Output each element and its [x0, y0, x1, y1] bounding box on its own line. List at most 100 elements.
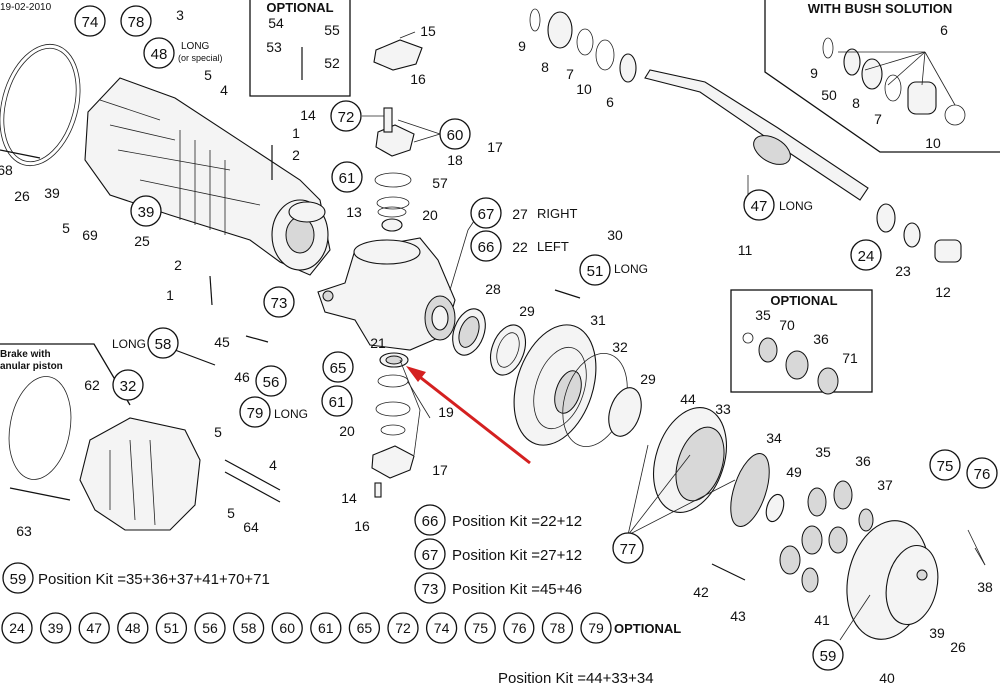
label-62: 62	[84, 377, 100, 393]
callout-61a: 61	[339, 170, 356, 187]
label-2b: 2	[174, 257, 182, 273]
callout-61b-circle	[321, 385, 353, 417]
callout-74: 74	[82, 14, 99, 31]
callout-73k: 73	[422, 581, 439, 598]
bush-seal-7	[884, 74, 902, 102]
label-13: 13	[346, 204, 362, 220]
callout-75: 75	[937, 458, 954, 475]
callout-79-circle	[239, 396, 271, 428]
callout-65: 65	[330, 360, 347, 377]
callout-61a-circle	[331, 161, 363, 193]
bolt-2b	[209, 275, 213, 306]
label-14a: 14	[300, 107, 316, 123]
callout-66k: 66	[422, 513, 439, 530]
label-22: 22	[512, 239, 528, 255]
axle-housing	[84, 77, 331, 276]
label-29a: 29	[519, 303, 535, 319]
o-ring-10	[595, 39, 615, 71]
callout-59k: 59	[10, 571, 27, 588]
optional-row-circle	[117, 612, 149, 644]
optional-row-number: 78	[550, 620, 566, 636]
snap-ring-9	[529, 8, 541, 32]
bolt-58	[174, 349, 216, 366]
callout-66k-circle	[414, 504, 446, 536]
label-68: 68	[0, 162, 13, 178]
callout-51: 51	[587, 263, 604, 280]
bush-12	[907, 81, 937, 115]
optional-row-circle	[348, 612, 381, 644]
planetary-gears	[779, 480, 874, 593]
label-54: 54	[268, 15, 284, 31]
optional-top-box: OPTIONAL	[249, 0, 351, 97]
callout-77-circle	[612, 532, 644, 564]
label-17a: 17	[487, 139, 503, 155]
label-43: 43	[730, 608, 746, 624]
pin-45	[245, 335, 269, 343]
optional-row-circle	[271, 612, 303, 644]
callout-32-circle	[112, 369, 144, 401]
label-10a: 10	[576, 81, 592, 97]
label-36b: 36	[855, 453, 871, 469]
callout-61b: 61	[329, 394, 346, 411]
label-25: 25	[134, 233, 150, 249]
word-labels: LONG (or special) LONG LONG LONG LONG RI…	[112, 41, 813, 421]
optional-row-circle	[387, 612, 419, 644]
optional-row-circle	[541, 612, 574, 644]
optional-row-number: 75	[472, 620, 488, 636]
kit-67-text: Position Kit =27+12	[452, 547, 582, 564]
callout-58-circle	[147, 327, 179, 359]
opt-bearing-71	[817, 367, 839, 395]
callout-79: 79	[247, 405, 264, 422]
bush-ring-50	[843, 48, 861, 76]
label-7a: 7	[566, 66, 574, 82]
optional-row-number: 39	[48, 620, 64, 636]
callout-73: 73	[271, 295, 288, 312]
label-4b: 4	[269, 457, 277, 473]
label-1b: 1	[166, 287, 174, 303]
optional-row-number: 79	[588, 620, 604, 636]
label-36a: 36	[813, 331, 829, 347]
brake-title-line1: Brake with	[0, 349, 51, 360]
optional-row-circle	[310, 612, 342, 644]
label-3: 3	[176, 7, 184, 23]
label-14b: 14	[341, 490, 357, 506]
optional-row-number: 24	[9, 620, 25, 636]
optional-row-circle	[232, 612, 265, 644]
brake-title-line2: anular piston	[0, 361, 63, 372]
label-6b: 6	[940, 22, 948, 38]
kit-77-text: Position Kit =44+33+34	[498, 670, 654, 687]
bearing-24	[876, 203, 896, 233]
label-long-51: LONG	[614, 262, 648, 276]
bearing-29-inner	[496, 332, 520, 368]
bolt-42	[711, 563, 746, 581]
callout-72-circle	[330, 100, 362, 132]
label-40: 40	[879, 670, 895, 686]
pad-15	[373, 39, 423, 71]
optional-row-number: 51	[164, 620, 180, 636]
label-7b: 7	[874, 111, 882, 127]
callout-39-circle	[130, 195, 162, 227]
o-ring-74	[0, 43, 81, 167]
label-16a: 16	[410, 71, 426, 87]
optional-row-circle	[78, 612, 110, 644]
stud-4b	[224, 471, 281, 503]
label-8a: 8	[541, 59, 549, 75]
optional-row-number: 60	[279, 620, 295, 636]
callout-48: 48	[151, 46, 168, 63]
seal-28-inner	[458, 316, 480, 348]
callout-66: 66	[478, 239, 495, 256]
callout-76-circle	[966, 457, 998, 489]
optional-row-circle	[39, 612, 72, 644]
callout-56-circle	[255, 365, 287, 397]
label-23: 23	[895, 263, 911, 279]
label-46: 46	[234, 369, 250, 385]
label-4a: 4	[220, 82, 228, 98]
label-27: 27	[512, 206, 528, 222]
optional-row-number: 48	[125, 620, 141, 636]
label-long-47: LONG	[779, 199, 813, 213]
label-35a: 35	[755, 307, 771, 323]
axle-shaft	[644, 69, 869, 201]
callout-67k-circle	[414, 538, 446, 570]
